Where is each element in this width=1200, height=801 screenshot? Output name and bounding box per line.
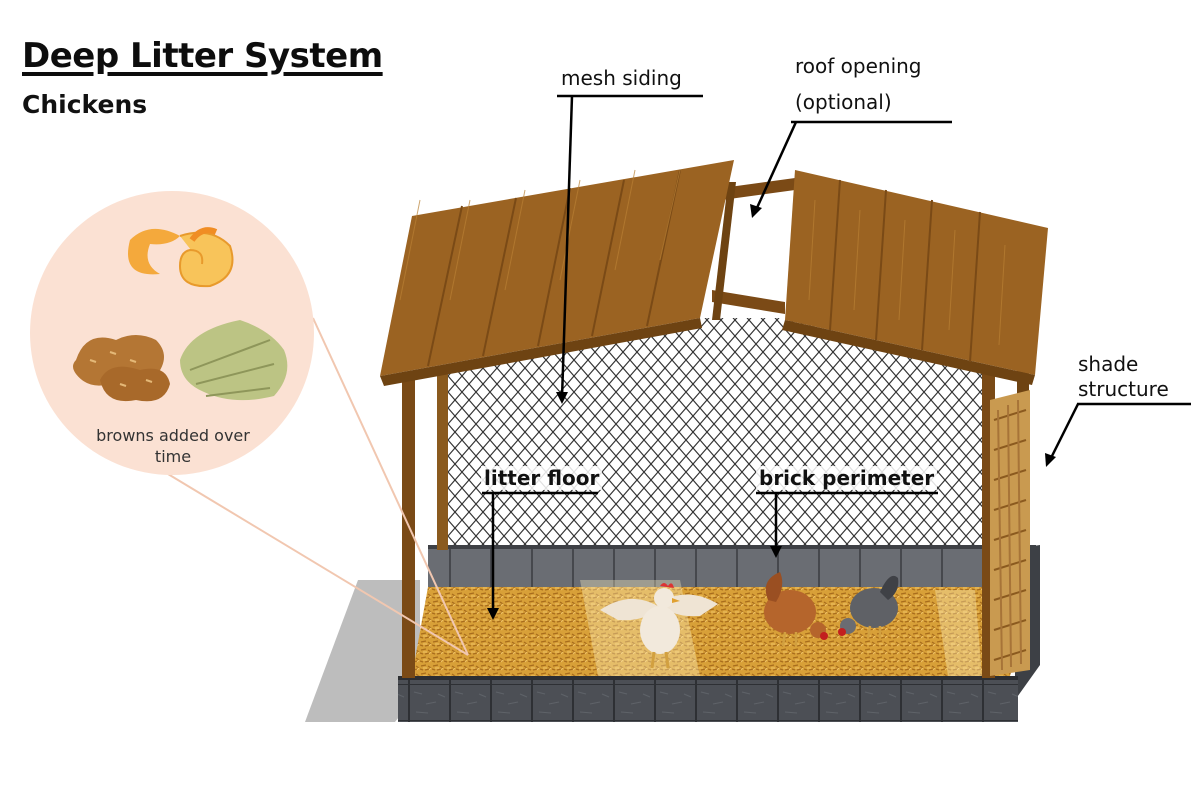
ground-shadow — [305, 580, 420, 722]
label-browns-line2: time — [154, 447, 192, 466]
grey-hen-icon — [838, 575, 899, 639]
label-browns-line1: browns added over — [96, 426, 250, 445]
label-litter-floor: litter floor — [481, 466, 603, 490]
front-brick-wall — [398, 676, 1018, 722]
roof-opening-frame — [712, 178, 795, 320]
right-roof-panel — [782, 170, 1048, 385]
peanut-shell-icon — [73, 335, 170, 402]
page-subtitle: Chickens — [22, 90, 148, 119]
light-beam-2 — [935, 590, 982, 676]
label-shade: shade — [1078, 352, 1139, 376]
orange-peel-icon — [128, 227, 234, 288]
label-brick-perimeter: brick perimeter — [756, 466, 938, 490]
brown-hen-icon — [764, 572, 828, 647]
page-title: Deep Litter System — [22, 36, 383, 76]
inner-left-post — [437, 366, 448, 550]
label-roof-opening-optional: (optional) — [795, 90, 892, 114]
shade-structure — [990, 390, 1030, 676]
label-structure: structure — [1078, 377, 1169, 401]
mesh-siding — [448, 318, 985, 548]
label-roof-opening: roof opening — [795, 54, 922, 78]
white-chicken-icon — [600, 583, 718, 669]
browns-inset-circle — [30, 191, 314, 475]
annotation-lines — [482, 94, 1191, 620]
left-roof-panel — [380, 160, 734, 386]
label-mesh-siding: mesh siding — [561, 66, 682, 90]
light-beam-1 — [580, 580, 700, 676]
back-brick-wall — [428, 545, 1036, 587]
inset-connector-lines — [167, 317, 469, 656]
dried-leaves-icon — [180, 320, 288, 401]
